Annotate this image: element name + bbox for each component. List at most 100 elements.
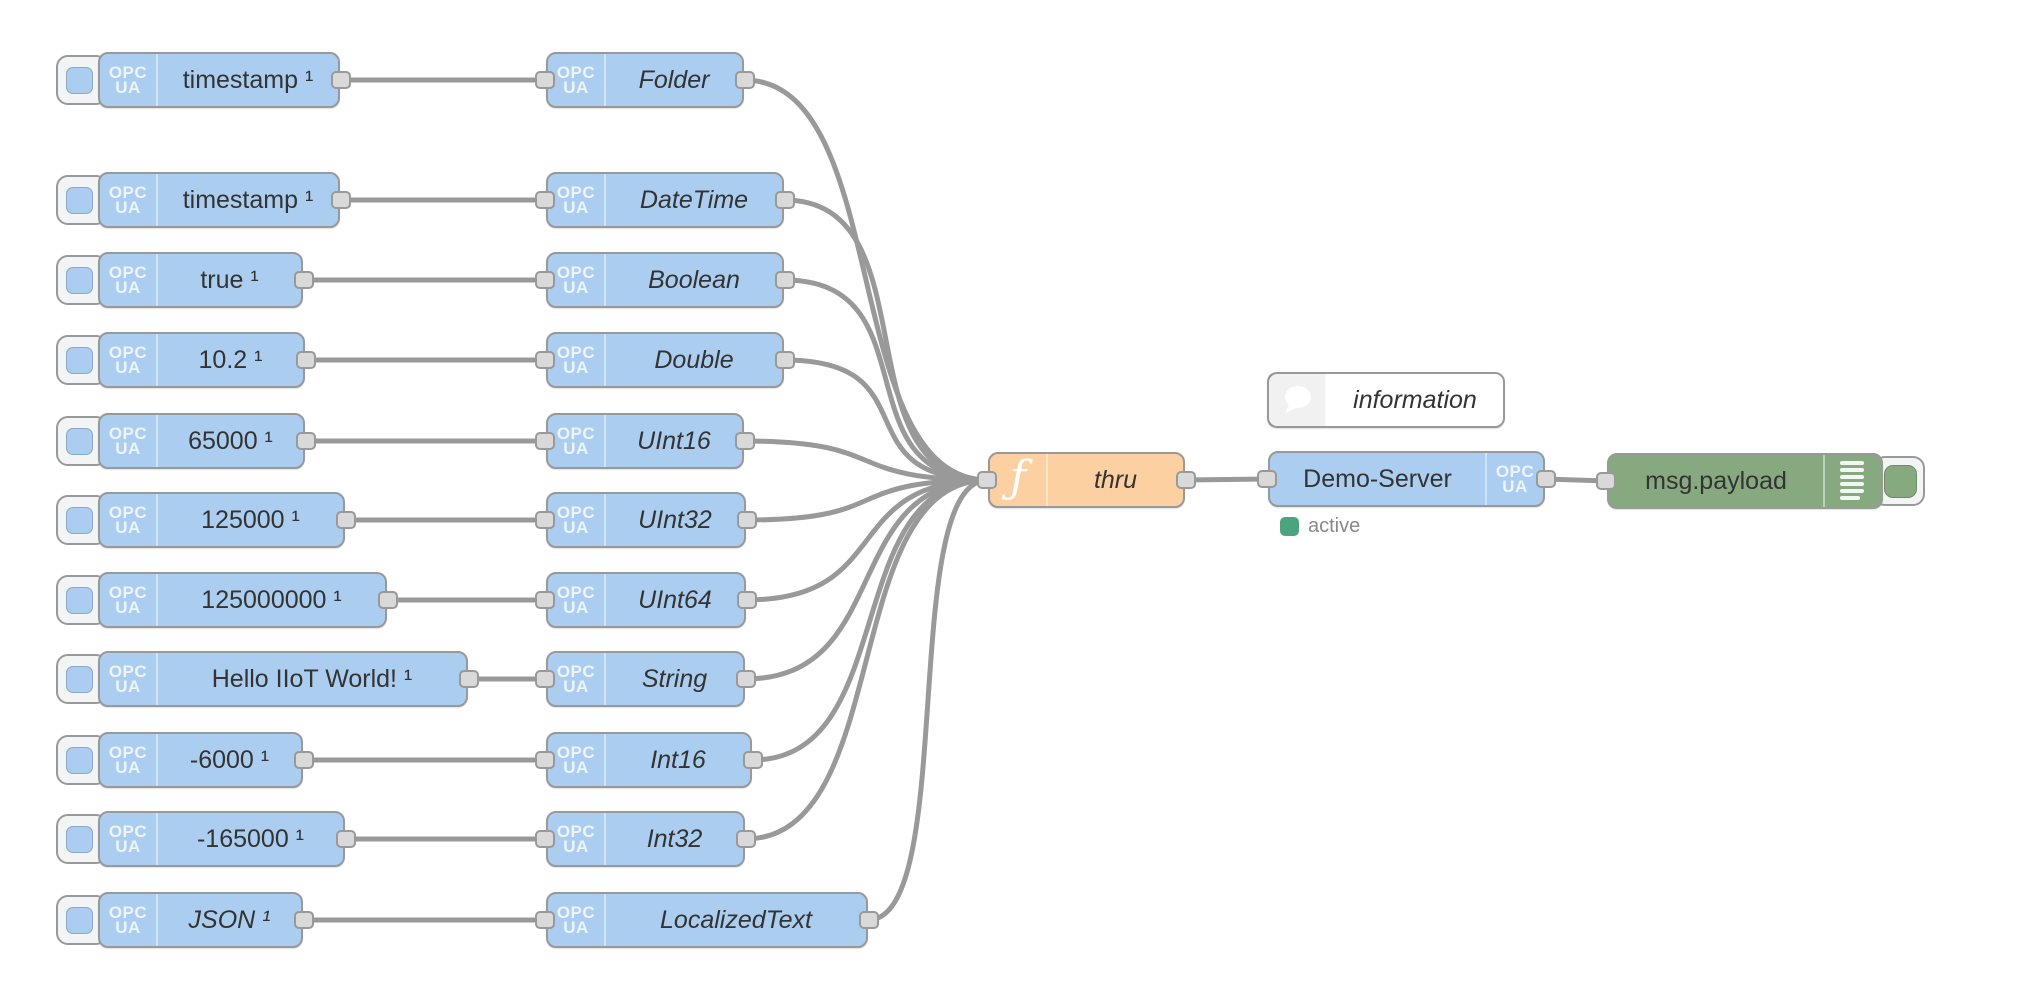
input-port[interactable] (535, 511, 555, 529)
wire-item_loctext-to-func_thru[interactable] (865, 477, 991, 923)
wire-item_string-to-func_thru[interactable] (742, 477, 991, 682)
wire-item_folder-to-func_thru[interactable] (741, 77, 991, 483)
input-port[interactable] (535, 71, 555, 89)
node-body-comment_info[interactable]: information (1267, 372, 1505, 428)
output-port[interactable] (775, 191, 795, 209)
wire-item_int32-to-func_thru[interactable] (742, 477, 991, 842)
output-port[interactable] (294, 751, 314, 769)
wire-item_boolean-to-func_thru[interactable] (781, 277, 991, 483)
wire-item_uint64-to-func_thru[interactable] (743, 477, 991, 603)
node-label: 125000 ¹ (201, 505, 300, 534)
input-port[interactable] (1257, 470, 1277, 488)
output-port[interactable] (336, 830, 356, 848)
output-port[interactable] (735, 71, 755, 89)
output-port[interactable] (775, 351, 795, 369)
output-port[interactable] (736, 830, 756, 848)
input-port[interactable] (535, 670, 555, 688)
output-port[interactable] (336, 511, 356, 529)
input-port[interactable] (535, 191, 555, 209)
output-port[interactable] (737, 511, 757, 529)
output-port[interactable] (296, 351, 316, 369)
output-port[interactable] (331, 71, 351, 89)
wire-func_thru-to-server_demo[interactable] (1182, 476, 1271, 483)
wire-item_uint32-to-func_thru[interactable] (743, 477, 991, 523)
node-body-func_thru[interactable]: ƒ thru (988, 452, 1185, 508)
output-port[interactable] (859, 911, 879, 929)
output-port[interactable] (294, 271, 314, 289)
input-port[interactable] (535, 911, 555, 929)
output-port[interactable] (296, 432, 316, 450)
node-body-debug_payload[interactable]: msg.payload (1607, 453, 1883, 509)
opcua-icon-line2: UA (115, 198, 141, 217)
inject-button-inner (66, 186, 93, 214)
output-port[interactable] (775, 271, 795, 289)
input-port[interactable] (535, 751, 555, 769)
output-port[interactable] (735, 432, 755, 450)
opcua-icon-line2: UA (115, 837, 141, 856)
opcua-icon-line2: UA (1502, 477, 1528, 496)
output-port[interactable] (1536, 470, 1556, 488)
node-label: thru (1093, 465, 1138, 494)
output-port[interactable] (294, 911, 314, 929)
opcua-icon-line1: OPC (108, 183, 148, 202)
inject-button-inner (66, 346, 93, 374)
opcua-icon-line2: UA (563, 918, 589, 937)
opcua-icon-line2: UA (115, 677, 141, 696)
output-port[interactable] (737, 591, 757, 609)
output-port[interactable] (1176, 471, 1196, 489)
wire-item_double-to-func_thru[interactable] (781, 357, 991, 483)
output-port[interactable] (743, 751, 763, 769)
output-port[interactable] (378, 591, 398, 609)
wire-item_int16-to-func_thru[interactable] (749, 477, 991, 763)
input-port[interactable] (535, 351, 555, 369)
input-port[interactable] (535, 591, 555, 609)
wire-item_uint16-to-func_thru[interactable] (741, 438, 991, 483)
wire-item_datetime-to-func_thru[interactable] (781, 197, 991, 483)
input-port[interactable] (535, 830, 555, 848)
input-port[interactable] (977, 471, 997, 489)
opcua-icon-line1: OPC (556, 424, 596, 443)
inject-button-inner (66, 825, 93, 853)
input-port[interactable] (1596, 472, 1616, 490)
input-port[interactable] (535, 271, 555, 289)
output-port[interactable] (459, 670, 479, 688)
function-icon-glyph: ƒ (1009, 452, 1027, 503)
node-label: msg.payload (1645, 466, 1787, 495)
output-port[interactable] (736, 670, 756, 688)
opcua-icon-line1: OPC (108, 583, 148, 602)
output-port[interactable] (331, 191, 351, 209)
input-port[interactable] (535, 432, 555, 450)
